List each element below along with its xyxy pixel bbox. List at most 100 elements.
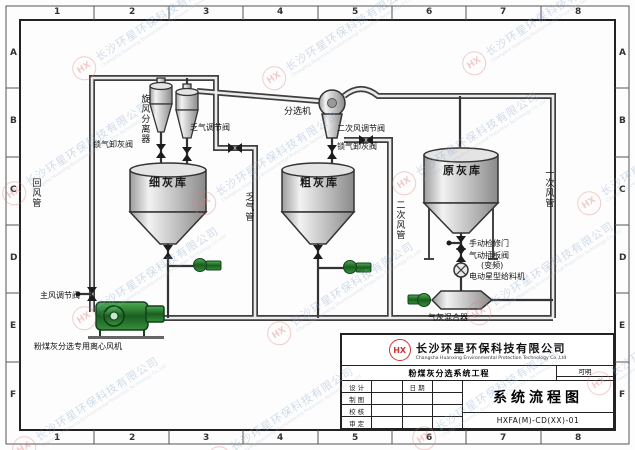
sign-name [372, 393, 403, 404]
sign-date [433, 381, 462, 392]
drawing-frame [5, 5, 630, 445]
airlock-valve-cyclone-2 [182, 147, 192, 161]
zone-left-a: A [10, 48, 17, 58]
sign-date-label [403, 393, 433, 404]
zone-left-f: F [10, 390, 17, 400]
coarse-silo-discharge-valve [313, 245, 323, 259]
drawing-title: 系统流程图 [493, 389, 583, 406]
zone-left-c: C [10, 185, 17, 195]
manual-door-handle [446, 240, 452, 246]
label-main-air-valve: 主风调节阀 [40, 291, 80, 300]
centrifugal-fan-unit [88, 301, 165, 339]
main-air-valve-handle [75, 291, 81, 297]
gas-ash-mixer-body [430, 290, 494, 310]
main-air-valve [87, 287, 97, 301]
signature-row: 审 定 [342, 417, 462, 428]
label-secondary-air-valve: 二次风调节阀 [337, 124, 385, 133]
signature-row: 制 图 [342, 393, 462, 405]
discharge-pumps [193, 258, 431, 307]
sign-label: 设 计 [342, 381, 373, 392]
zone-right-a: A [619, 48, 626, 58]
label-manual-access-door: 手动检修门 [469, 239, 509, 248]
signature-row: 校 核 [342, 405, 462, 417]
sign-date-label [403, 405, 433, 416]
fine-silo-discharge-valve [163, 245, 173, 259]
valves [75, 135, 466, 301]
label-airlock-valve-cyclone: 锁气卸灰阀 [93, 140, 133, 149]
stage-cells: 可明 [557, 366, 613, 380]
rotary-feeder-symbol [453, 262, 469, 278]
company-name-en: Changsha Huanxing Environmental Protecti… [415, 355, 567, 361]
cyclone-separators [149, 77, 199, 139]
label-raw-ash-silo: 原灰库 [443, 164, 482, 177]
title-block-project-row: 粉煤灰分选系统工程 可明 [342, 366, 613, 381]
label-return-air-pipe: 回风管 [30, 178, 41, 208]
zone-top-4: 4 [277, 7, 284, 17]
zone-bottom-4: 4 [277, 433, 284, 443]
zone-top-2: 2 [129, 7, 136, 17]
label-coarse-ash-silo: 粗灰库 [300, 176, 339, 189]
sign-label: 制 图 [342, 393, 373, 404]
label-primary-air-pipe: 一次风管 [543, 168, 554, 208]
company-name-cn: 长沙环星环保科技有限公司 [415, 341, 566, 355]
zone-top-3: 3 [203, 7, 210, 17]
label-fine-ash-silo: 细灰库 [149, 176, 188, 189]
sign-date-label [403, 417, 433, 428]
title-block-company-band: HX 长沙环星环保科技有限公司 Changsha Huanxing Enviro… [342, 335, 613, 366]
label-rotary-feeder: 电动星型给料机 [469, 272, 525, 281]
secondary-air-valve [359, 135, 373, 145]
sign-date [433, 417, 462, 428]
zone-ticks [6, 6, 629, 444]
raw-ash-silo [422, 147, 500, 260]
zone-bottom-2: 2 [129, 433, 136, 443]
title-block-right: 系统流程图 HXFA(M)-CD(XX)-01 [463, 381, 613, 428]
airlock-valve-classifier [327, 145, 337, 159]
zone-top-7: 7 [500, 7, 507, 17]
zone-top-6: 6 [426, 7, 433, 17]
zone-right-b: B [619, 116, 626, 126]
project-name: 粉煤灰分选系统工程 [342, 366, 557, 380]
zone-right-d: D [619, 253, 627, 263]
title-block-bottom: 设 计 日 期 制 图 校 核 审 [342, 381, 613, 428]
sign-name [372, 417, 403, 428]
classifier-machine [318, 89, 346, 139]
pneumatic-gate-valve [456, 248, 466, 262]
zone-right-f: F [619, 390, 626, 400]
title-block: HX 长沙环星环保科技有限公司 Changsha Huanxing Enviro… [340, 333, 615, 430]
sign-label: 校 核 [342, 405, 373, 416]
signature-row: 设 计 日 期 [342, 381, 462, 393]
label-centrifugal-fan: 粉煤灰分选专用离心风机 [34, 342, 122, 351]
zone-top-5: 5 [352, 7, 359, 17]
zone-bottom-8: 8 [575, 433, 582, 443]
fine-ash-silo [128, 162, 208, 245]
manual-access-door-valve [456, 236, 466, 250]
label-pneumatic-gate-valve: 气动插板阀 [469, 251, 509, 260]
stage-cell-top: 可明 [557, 366, 613, 377]
zone-right-e: E [619, 321, 626, 331]
sign-name [372, 381, 403, 392]
drawing-number: HXFA(M)-CD(XX)-01 [463, 412, 613, 428]
zone-left-d: D [10, 253, 18, 263]
sign-label: 审 定 [342, 417, 373, 428]
zone-bottom-5: 5 [352, 433, 359, 443]
label-classifier: 分选机 [284, 107, 312, 117]
zone-bottom-3: 3 [203, 433, 210, 443]
label-secondary-air-pipe: 二次风管 [394, 200, 405, 240]
zone-top-8: 8 [575, 7, 582, 17]
signature-table: 设 计 日 期 制 图 校 核 审 [342, 381, 463, 428]
airlock-valve-cyclone-1 [156, 144, 166, 158]
sign-date [433, 393, 462, 404]
zone-top-1: 1 [54, 7, 61, 17]
zone-left-e: E [10, 321, 17, 331]
stage-cell-bottom [557, 377, 613, 380]
zone-bottom-1: 1 [54, 433, 61, 443]
zone-bottom-7: 7 [500, 433, 507, 443]
sign-date-label: 日 期 [403, 381, 433, 392]
label-cyclone-separator: 旋风分离器 [139, 94, 150, 144]
label-exhaust-reg-valve: 乏气调节阀 [190, 123, 230, 132]
coarse-ash-silo [280, 162, 356, 245]
company-logo-icon: HX [388, 339, 411, 361]
zone-bottom-6: 6 [426, 433, 433, 443]
